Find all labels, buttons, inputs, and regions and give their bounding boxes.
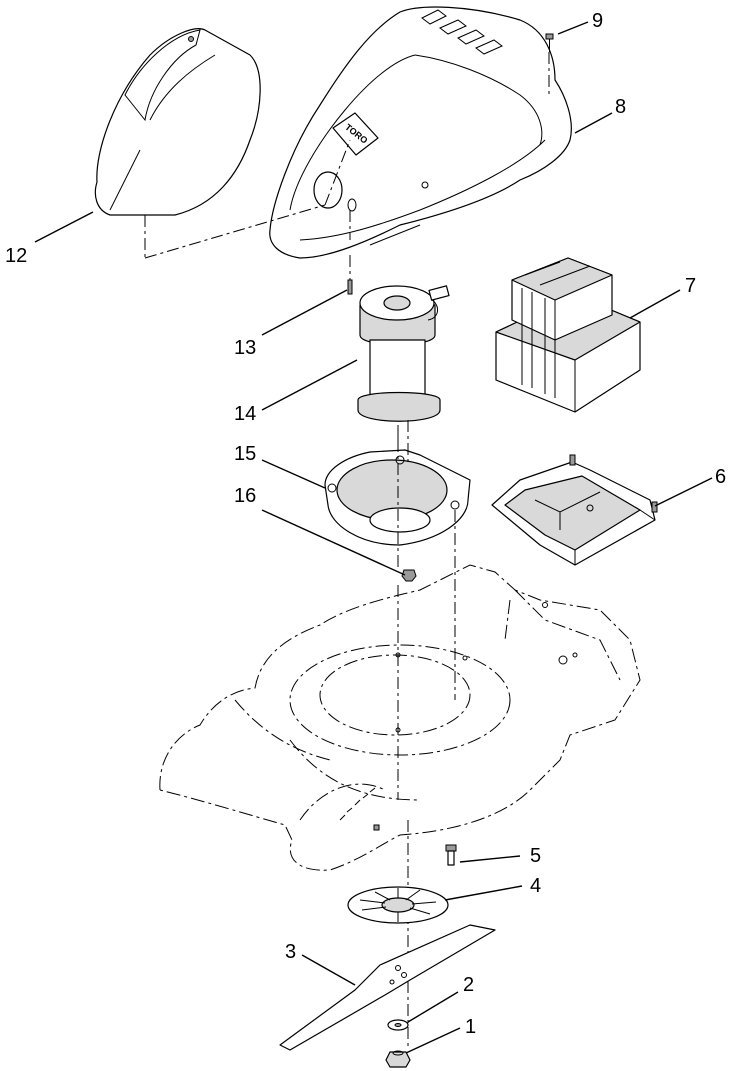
callout-5: 5 (530, 845, 541, 867)
screw-part-9 (545, 33, 554, 52)
leader-lines (34, 21, 713, 1054)
callout-labels: 1 2 3 4 5 6 7 8 9 12 13 14 15 16 (5, 10, 726, 1038)
battery-tray-part-6 (491, 454, 658, 566)
callout-2: 2 (463, 974, 474, 996)
pin-part-13 (347, 255, 353, 295)
mower-deck-phantom (159, 564, 641, 871)
assembly-phantom-lines-top (144, 52, 550, 259)
callout-12: 12 (5, 245, 27, 267)
callout-8: 8 (615, 96, 626, 118)
center-axis-lines (397, 420, 456, 1050)
callout-15: 15 (234, 443, 256, 465)
callout-14: 14 (234, 403, 256, 425)
front-cover-part-12 (94, 28, 261, 216)
blade-adapter-part-4 (347, 886, 449, 924)
callout-1: 1 (465, 1016, 476, 1038)
callout-6: 6 (715, 466, 726, 488)
washer-part-2 (387, 1019, 409, 1031)
nut-part-16 (401, 569, 417, 582)
hood-cover-part-8: TORO (269, 6, 572, 259)
bolt-part-5 (445, 844, 457, 866)
callout-7: 7 (685, 275, 696, 297)
blade-part-3 (279, 924, 496, 1051)
callout-9: 9 (592, 10, 603, 32)
callout-13: 13 (234, 337, 256, 359)
motor-part-14 (357, 285, 450, 440)
callout-16: 16 (234, 485, 256, 507)
battery-part-7 (495, 257, 641, 413)
callout-4: 4 (530, 875, 541, 897)
nut-part-1 (385, 1050, 411, 1068)
callout-3: 3 (285, 941, 296, 963)
